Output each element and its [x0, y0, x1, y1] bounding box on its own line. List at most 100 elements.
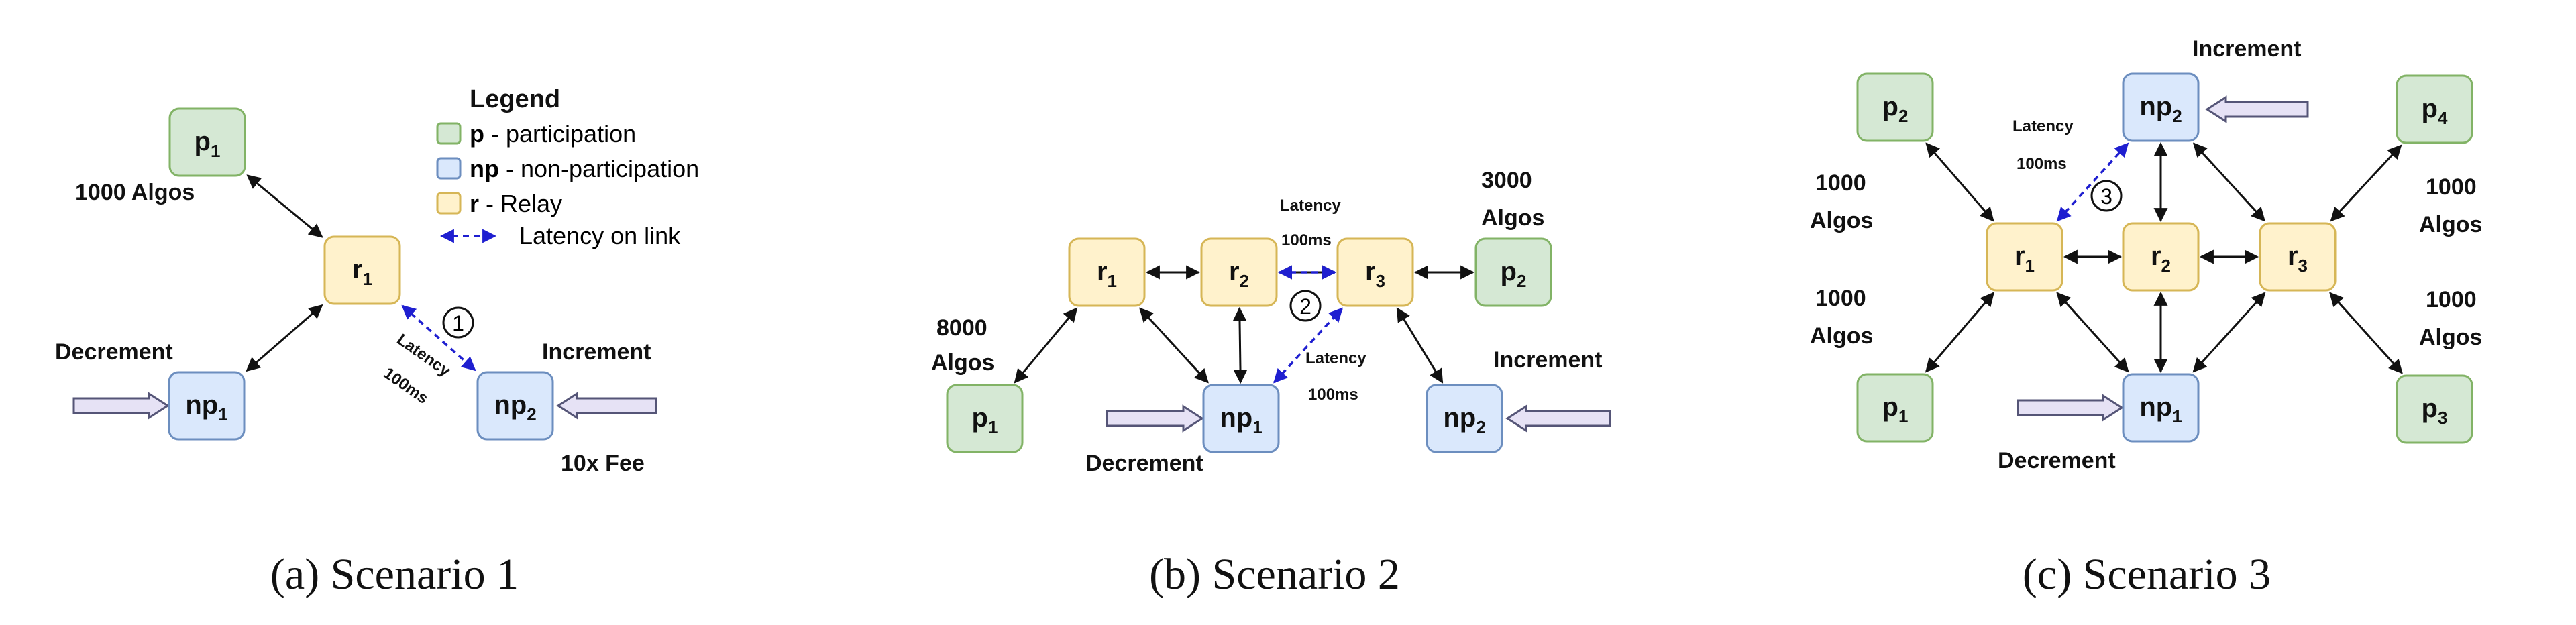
caption-scenario-1: (a) Scenario 1 — [270, 550, 519, 599]
node-label: p2 — [1501, 257, 1527, 291]
node-label: r1 — [1097, 257, 1117, 291]
node-box — [946, 384, 1024, 453]
b-latency-label-bottom: Latency — [1305, 349, 1366, 367]
node-box — [1856, 373, 1934, 443]
node-label: p3 — [2422, 394, 2448, 428]
node-label: r1 — [352, 255, 372, 289]
node-label-subscript: 1 — [2025, 255, 2035, 276]
legend-nonparticipation-swatch — [436, 157, 462, 180]
node-b-r1: r1 — [1068, 237, 1146, 307]
node-box — [1856, 72, 1934, 142]
node-label-subscript: 2 — [1517, 271, 1526, 291]
node-c-r2: r2 — [2122, 222, 2200, 292]
link — [1925, 292, 1995, 373]
node-box — [1986, 222, 2063, 292]
c-left-top-1000: 1000 — [1815, 170, 1866, 196]
node-c-np2: np2 — [2122, 72, 2200, 142]
input-arrow — [2017, 394, 2124, 422]
node-c-p3: p3 — [2396, 374, 2473, 444]
node-a-r1: r1 — [323, 235, 401, 305]
link — [1139, 307, 1209, 384]
node-label: p2 — [1882, 92, 1909, 126]
node-label: np1 — [185, 390, 227, 424]
b-increment-label: Increment — [1493, 347, 1603, 373]
b-decrement-label: Decrement — [1085, 451, 1203, 476]
node-label-subscript: 1 — [218, 404, 227, 424]
b-step-number: 2 — [1299, 294, 1311, 319]
node-b-np2: np2 — [1426, 384, 1503, 453]
node-label-base: r — [1097, 257, 1108, 286]
node-box — [323, 235, 401, 305]
a-step-number: 1 — [452, 311, 464, 335]
link — [2056, 292, 2129, 373]
node-label-subscript: 2 — [1476, 417, 1485, 437]
node-a-p1: p1 — [168, 107, 246, 177]
node-label-base: r — [352, 255, 363, 284]
node-a-np1: np1 — [168, 371, 246, 441]
node-label-base: np — [494, 390, 527, 420]
node-label: r3 — [2288, 241, 2308, 276]
c-latency-value: 100ms — [2017, 155, 2067, 173]
link — [2330, 144, 2402, 222]
node-label-base: p — [2422, 94, 2438, 123]
node-label: np2 — [2139, 92, 2182, 126]
link — [1925, 142, 1994, 222]
node-label-base: r — [2288, 241, 2298, 271]
node-box — [476, 371, 554, 441]
link — [2192, 292, 2266, 373]
node-box — [1068, 237, 1146, 307]
c-latency-label: Latency — [2012, 117, 2074, 135]
link — [2329, 292, 2403, 374]
node-label: np2 — [1443, 403, 1485, 437]
node-label-subscript: 2 — [527, 404, 536, 424]
legend-participation-swatch — [436, 122, 462, 145]
legend-item-participation: p - participation — [470, 120, 636, 148]
node-label: np1 — [2139, 392, 2182, 427]
b-3000-label: 3000 — [1481, 168, 1532, 193]
node-c-r3: r3 — [2259, 222, 2337, 292]
node-box — [1202, 384, 1280, 453]
node-b-p2: p2 — [1474, 237, 1552, 307]
node-c-r1: r1 — [1986, 222, 2063, 292]
node-box — [2122, 222, 2200, 292]
legend-item-nonparticipation: np - non-participation — [470, 155, 699, 182]
node-label-base: np — [2139, 92, 2172, 121]
node-label: np2 — [494, 390, 536, 424]
node-c-p1: p1 — [1856, 373, 1934, 443]
node-label-base: np — [1220, 403, 1252, 433]
c-right-bottom-1000: 1000 — [2426, 287, 2477, 312]
caption-scenario-2: (b) Scenario 2 — [1149, 550, 1400, 599]
node-label: p4 — [2422, 94, 2448, 128]
node-label-subscript: 2 — [2172, 106, 2182, 126]
a-decrement-label: Decrement — [55, 339, 173, 365]
legend-title: Legend — [470, 85, 560, 113]
node-label-base: p — [972, 403, 988, 433]
node-label-subscript: 1 — [211, 141, 220, 161]
node-box — [2259, 222, 2337, 292]
node-label-base: r — [2015, 241, 2025, 271]
node-box — [1200, 237, 1278, 307]
node-label-base: r — [1229, 257, 1240, 286]
node-label: r3 — [1365, 257, 1385, 291]
legend-item-relay: r - Relay — [470, 190, 562, 217]
node-label: r2 — [2151, 241, 2171, 276]
node-label-subscript: 1 — [363, 269, 372, 289]
node-box — [2122, 72, 2200, 142]
node-label-subscript: 3 — [2298, 255, 2308, 276]
node-a-np2: np2 — [476, 371, 554, 441]
link — [1396, 307, 1444, 384]
node-label-subscript: 1 — [1108, 271, 1117, 291]
node-label: p1 — [195, 127, 221, 161]
node-label-subscript: 1 — [988, 417, 998, 437]
latency-link — [401, 304, 476, 372]
node-box — [2396, 374, 2473, 444]
node-box — [168, 107, 246, 177]
c-right-bottom-algos: Algos — [2419, 325, 2482, 350]
link — [1014, 307, 1078, 384]
node-label-base: np — [1443, 403, 1476, 433]
node-b-p1: p1 — [946, 384, 1024, 453]
node-label-base: p — [2422, 394, 2438, 423]
node-box — [2122, 373, 2200, 443]
b-step-marker — [1289, 290, 1322, 322]
